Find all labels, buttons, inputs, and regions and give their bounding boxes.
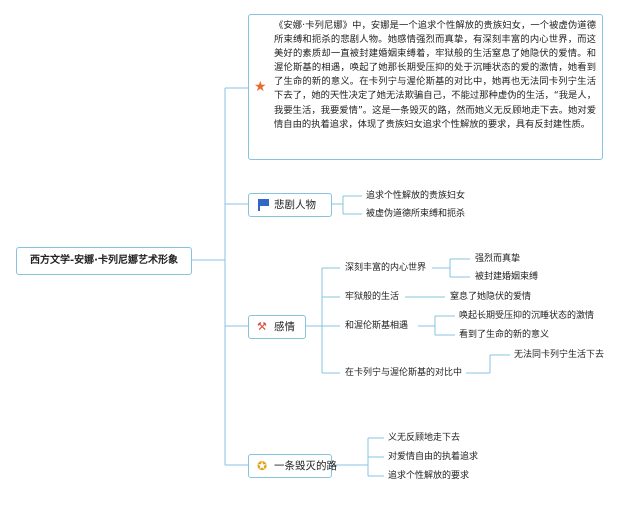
branch-emotion-label: 感情	[274, 321, 295, 333]
flag-icon	[257, 199, 269, 211]
summary-node[interactable]: ★ 《安娜·卡列尼娜》中，安娜是一个追求个性解放的贵族妇女，一个被虚伪道德所束缚…	[248, 14, 603, 160]
connector-meet-leaves	[418, 315, 455, 336]
leaf-road-3[interactable]: 追求个性解放的要求	[388, 471, 470, 481]
branch-road-to-ruin[interactable]: ✪ 一条毁灭的路	[248, 454, 337, 478]
leaf-tragic-1[interactable]: 追求个性解放的贵族妇女	[366, 191, 466, 201]
star-icon: ★	[254, 79, 267, 95]
leaf-prison-1[interactable]: 窒息了她隐伏的爱情	[450, 292, 532, 302]
sub-contrast[interactable]: 在卡列宁与渥伦斯基的对比中	[345, 368, 463, 378]
connector-inner-leaves	[432, 258, 470, 278]
connector-tragic-leaves	[330, 195, 362, 215]
leaf-meet-2[interactable]: 看到了生命的新的意义	[459, 330, 550, 340]
branch-emotion[interactable]: ⚒ 感情	[248, 315, 306, 339]
tools-icon: ⚒	[257, 320, 267, 333]
branch-tragic-figure[interactable]: 悲剧人物	[248, 193, 332, 217]
connector-emotion-spine	[306, 268, 323, 373]
medal-icon: ✪	[257, 459, 268, 473]
branch-tragic-label: 悲剧人物	[274, 199, 316, 211]
leaf-contrast-1[interactable]: 无法同卡列宁生活下去	[514, 350, 605, 360]
leaf-inner-1[interactable]: 强烈而真挚	[475, 254, 521, 264]
summary-text: 《安娜·卡列尼娜》中，安娜是一个追求个性解放的贵族妇女，一个被虚伪道德所束缚和扼…	[274, 20, 596, 130]
leaf-road-2[interactable]: 对爱情自由的执着追求	[388, 452, 479, 462]
leaf-road-1[interactable]: 义无反顾地走下去	[388, 433, 461, 443]
connector-contrast-leaf	[466, 354, 510, 374]
leaf-meet-1[interactable]: 唤起长期受压抑的沉睡状态的激情	[459, 311, 595, 321]
leaf-tragic-2[interactable]: 被虚伪道德所束缚和扼杀	[366, 209, 466, 219]
sub-prison-life[interactable]: 牢狱般的生活	[345, 292, 400, 302]
connector-emotion-subs	[322, 267, 340, 374]
root-node[interactable]: 西方文学-安娜·卡列尼娜艺术形象	[16, 247, 192, 275]
sub-inner-world[interactable]: 深刻丰富的内心世界	[345, 263, 427, 273]
connector-road-leaves	[330, 437, 384, 477]
leaf-inner-2[interactable]: 被封建婚姻束缚	[475, 272, 539, 282]
sub-meet-vronsky[interactable]: 和渥伦斯基相遇	[345, 321, 409, 331]
branch-road-label: 一条毁灭的路	[274, 460, 337, 472]
